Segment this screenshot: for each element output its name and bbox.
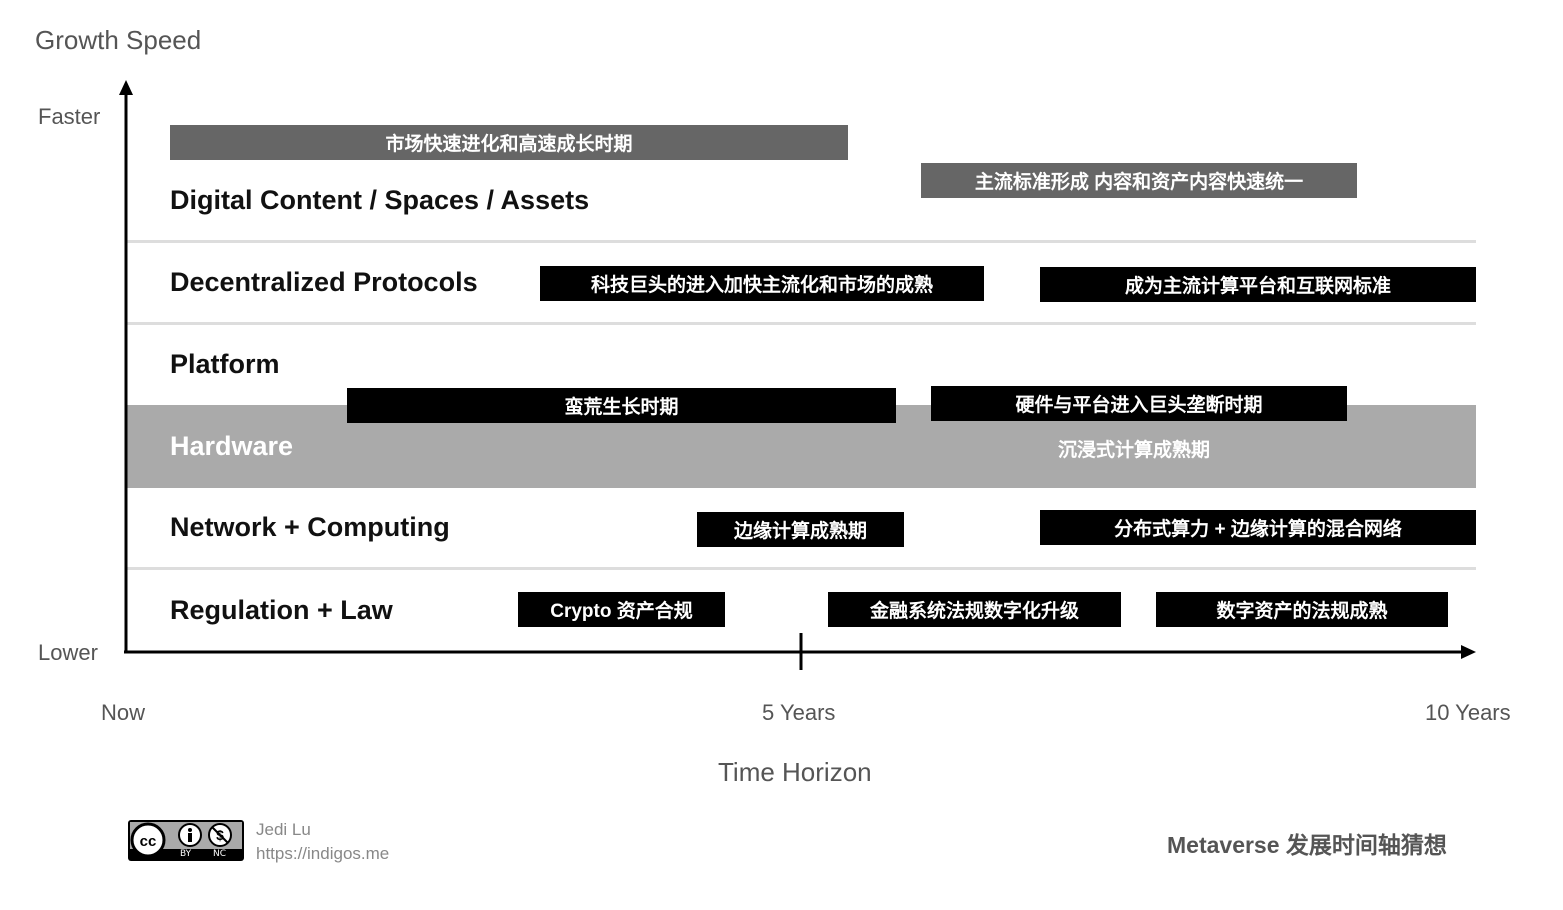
- x-tick-5-years: 5 Years: [762, 700, 836, 725]
- y-axis-arrow: [119, 80, 133, 95]
- x-tick-now: Now: [101, 700, 146, 725]
- row-label-network-computing: Network + Computing: [170, 512, 450, 542]
- license-by-text: BY: [180, 849, 192, 859]
- bar-rl-financial-digitization: 金融系统法规数字化升级: [828, 592, 1121, 627]
- hardware-band-text: 沉浸式计算成熟期: [1058, 440, 1211, 461]
- bar-nc-edge-mature: 边缘计算成熟期: [697, 512, 904, 547]
- y-axis-title: Growth Speed: [35, 25, 202, 55]
- cc-icon: cc $: [130, 822, 242, 858]
- bar-pl-monopoly: 硬件与平台进入巨头垄断时期: [931, 386, 1347, 421]
- license-nc-text: NC: [213, 849, 227, 859]
- row-divider: [127, 322, 1476, 325]
- bar-pl-wild-growth: 蛮荒生长时期: [347, 388, 896, 423]
- bar-rl-digital-assets-mature: 数字资产的法规成熟: [1156, 592, 1448, 627]
- bar-dc-standards-formed: 主流标准形成 内容和资产内容快速统一: [921, 163, 1357, 198]
- y-axis-bottom-label: Lower: [38, 640, 98, 665]
- x-tick-10-years: 10 Years: [1425, 700, 1511, 725]
- bar-dc-rapid-growth: 市场快速进化和高速成长时期: [170, 125, 848, 160]
- cc-license-badge: cc $ BY NC: [128, 820, 244, 861]
- diagram-title: Metaverse 发展时间轴猜想: [1167, 832, 1447, 858]
- row-label-decentralized-protocols: Decentralized Protocols: [170, 267, 478, 297]
- bar-dp-mainstream-standard: 成为主流计算平台和互联网标准: [1040, 267, 1476, 302]
- row-label-regulation-law: Regulation + Law: [170, 595, 393, 625]
- row-label-hardware: Hardware: [170, 431, 294, 461]
- bar-rl-crypto-compliance: Crypto 资产合规: [518, 592, 725, 627]
- svg-text:cc: cc: [140, 833, 157, 850]
- x-axis-title: Time Horizon: [718, 757, 872, 787]
- bar-nc-hybrid-network: 分布式算力 + 边缘计算的混合网络: [1040, 510, 1476, 545]
- row-divider: [127, 567, 1476, 570]
- row-divider: [127, 240, 1476, 243]
- row-label-platform: Platform: [170, 349, 280, 379]
- y-axis-top-label: Faster: [38, 104, 101, 129]
- row-label-digital-content: Digital Content / Spaces / Assets: [170, 185, 590, 215]
- x-axis-arrow: [1461, 645, 1476, 659]
- author-name: Jedi Lu: [256, 820, 311, 839]
- author-url[interactable]: https://indigos.me: [256, 844, 390, 863]
- bar-dp-tech-giants: 科技巨头的进入加快主流化和市场的成熟: [540, 266, 984, 301]
